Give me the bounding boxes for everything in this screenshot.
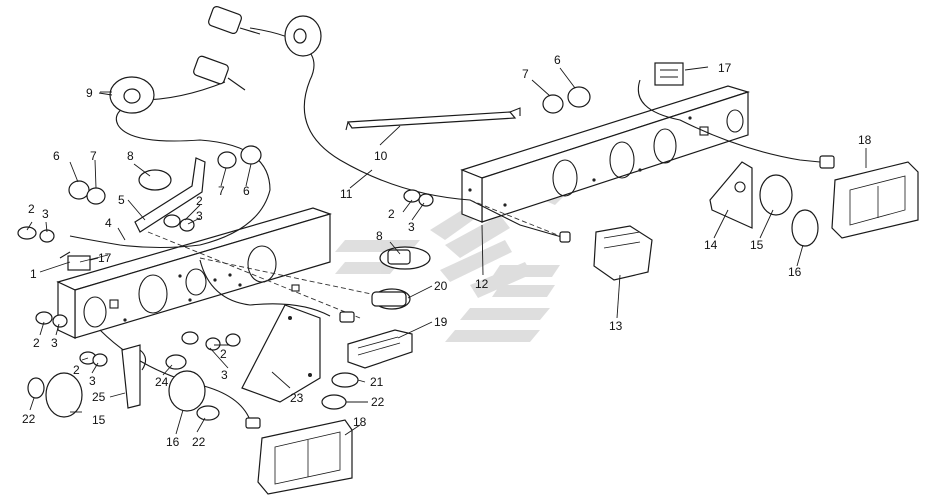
callout-7c: 7 (522, 67, 529, 81)
bracket-strip-10 (345, 107, 521, 131)
fastener-set-4 (79, 351, 108, 367)
callout-2d: 2 (73, 363, 80, 377)
connector-top-a (208, 5, 261, 35)
callout-3e: 3 (221, 368, 228, 382)
callout-15a: 15 (750, 238, 764, 252)
callout-7b: 7 (218, 184, 225, 198)
plug-connector (245, 155, 835, 429)
callout-3d: 3 (89, 374, 96, 388)
assembly-line-a (147, 231, 361, 319)
callout-18a: 18 (858, 133, 872, 147)
grommet-9-a (109, 76, 155, 114)
license-plate-23 (241, 304, 321, 403)
callout-16a: 16 (788, 265, 802, 279)
fastener-set-6 (403, 189, 434, 207)
callout-12: 12 (475, 277, 489, 291)
bushing-pair-left (68, 180, 106, 205)
fastener-set-1 (17, 226, 55, 243)
pad-8-center (379, 246, 431, 270)
small-lamp-22-right (321, 394, 347, 410)
bolt-20 (371, 288, 411, 310)
bracket-5 (134, 157, 206, 233)
callout-11: 11 (340, 187, 353, 201)
callout-3c: 3 (51, 336, 58, 350)
callout-24: 24 (155, 375, 169, 389)
reflector-15-right (759, 174, 793, 216)
callout-18b: 18 (353, 415, 367, 429)
grommet-9-b (284, 15, 322, 57)
leader-lines (26, 66, 867, 436)
callout-9: 9 (86, 86, 93, 100)
callout-21: 21 (370, 375, 384, 389)
callout-25: 25 (92, 390, 106, 404)
callout-6a: 6 (53, 149, 60, 163)
callout-10: 10 (374, 149, 388, 163)
callout-8b: 8 (376, 229, 383, 243)
marker-lamp-19 (347, 329, 413, 369)
callout-16b: 16 (166, 435, 180, 449)
reflector-16-right (791, 209, 819, 247)
fastener-set-2 (163, 214, 195, 232)
left-beam (56, 207, 332, 339)
bracket-14 (709, 161, 753, 229)
callout-8a: 8 (127, 149, 134, 163)
bracket-25 (121, 344, 147, 409)
small-lamp-22-left (27, 377, 45, 399)
bushing-pair-right (542, 86, 591, 114)
reflector-16-left (168, 370, 206, 412)
callout-4: 4 (105, 216, 112, 230)
callout-17a: 17 (98, 251, 112, 265)
bushing-pair-mid (217, 145, 262, 169)
callout-15b: 15 (92, 413, 106, 427)
callout-6b: 6 (243, 184, 250, 198)
callout-22a: 22 (22, 412, 36, 426)
callout-2f: 2 (388, 207, 395, 221)
fastener-set-3 (35, 311, 68, 328)
pad-8-top (138, 169, 172, 191)
callout-2c: 2 (33, 336, 40, 350)
callout-1: 1 (30, 267, 37, 281)
small-lamp-22-mid (196, 405, 220, 421)
connector-17-right (654, 62, 684, 86)
callout-5: 5 (118, 193, 125, 207)
assembly-line-c (199, 257, 401, 301)
callout-6c: 6 (554, 53, 561, 67)
assembly-line-b (469, 199, 561, 237)
callout-2b: 2 (196, 194, 203, 208)
connector-top-b (193, 55, 246, 91)
callout-2e: 2 (220, 347, 227, 361)
callout-23: 23 (290, 391, 304, 405)
callout-3f: 3 (408, 220, 415, 234)
callout-13: 13 (609, 319, 623, 333)
callout-20: 20 (434, 279, 448, 293)
callout-7a: 7 (90, 149, 97, 163)
lamp-housing-13 (593, 225, 653, 281)
reflector-15-left (45, 372, 83, 418)
callout-19: 19 (434, 315, 448, 329)
callout-labels: 1 2 3 2 3 2 3 2 3 2 3 2 3 4 5 6 6 6 7 7 … (22, 53, 872, 449)
small-lamp-21 (331, 372, 359, 388)
callout-14: 14 (704, 238, 718, 252)
small-lamp-24 (165, 354, 187, 370)
callout-22c: 22 (371, 395, 385, 409)
callout-17b: 17 (718, 61, 732, 75)
tail-light-18-left (257, 419, 353, 495)
fastener-set-5 (181, 331, 241, 351)
callout-3b: 3 (196, 209, 203, 223)
tail-light-18-right (831, 161, 919, 239)
connector-17-left (59, 251, 99, 271)
right-beam (460, 85, 751, 223)
callout-3a: 3 (42, 207, 49, 221)
callout-22b: 22 (192, 435, 206, 449)
callout-2a: 2 (28, 202, 35, 216)
